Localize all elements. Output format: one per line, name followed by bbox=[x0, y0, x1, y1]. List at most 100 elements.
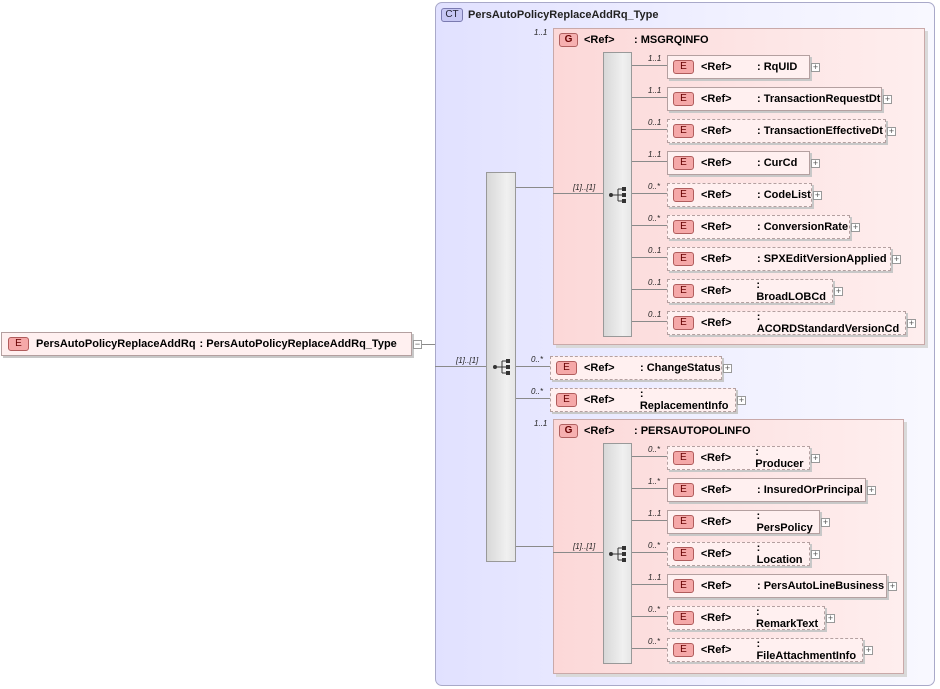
group-ref-label: <Ref> bbox=[584, 425, 615, 437]
element-multiplicity: 0..1 bbox=[648, 278, 662, 287]
element-box[interactable]: E<Ref>: Location bbox=[667, 542, 810, 566]
group-ref-label: <Ref> bbox=[584, 34, 615, 46]
expand-icon[interactable]: + bbox=[811, 62, 820, 72]
connector bbox=[632, 161, 667, 162]
connector bbox=[516, 187, 553, 188]
element-badge-icon: E bbox=[556, 393, 577, 407]
element-badge-icon: E bbox=[673, 124, 694, 138]
expand-icon[interactable]: + bbox=[723, 363, 732, 373]
group-badge-icon: G bbox=[559, 424, 578, 438]
element-name: : Producer bbox=[755, 446, 804, 470]
connector bbox=[632, 321, 667, 322]
element-box[interactable]: E<Ref>: FileAttachmentInfo bbox=[667, 638, 863, 662]
element-name: : RemarkText bbox=[756, 606, 819, 630]
element-badge-icon: E bbox=[673, 547, 694, 561]
element-multiplicity: 0..* bbox=[648, 182, 661, 191]
expand-icon[interactable]: + bbox=[887, 126, 896, 136]
element-box[interactable]: E <Ref> : BroadLOBCd bbox=[667, 279, 833, 303]
expand-icon[interactable]: + bbox=[888, 581, 897, 591]
element-ref-label: <Ref> bbox=[700, 612, 732, 624]
element-badge-icon: E bbox=[673, 156, 694, 170]
element-box[interactable]: E <Ref> : CurCd bbox=[667, 151, 810, 175]
connector bbox=[632, 257, 667, 258]
element-ref-label: <Ref> bbox=[700, 317, 732, 329]
element-multiplicity: 1..1 bbox=[648, 509, 662, 518]
collapse-toggle-icon[interactable]: − bbox=[413, 339, 422, 349]
element-box[interactable]: E<Ref>: ReplacementInfo bbox=[550, 388, 736, 412]
expand-icon[interactable]: + bbox=[811, 549, 820, 559]
root-element[interactable]: E PersAutoPolicyReplaceAddRq : PersAutoP… bbox=[1, 332, 412, 356]
expand-icon[interactable]: + bbox=[737, 395, 746, 405]
expand-icon[interactable]: + bbox=[821, 517, 830, 527]
expand-icon[interactable]: + bbox=[864, 645, 873, 655]
element-box[interactable]: E<Ref>: TransactionRequestDt bbox=[667, 87, 882, 111]
element-ref-label: <Ref> bbox=[701, 580, 732, 592]
element-badge-icon: E bbox=[673, 60, 694, 74]
sequence-multiplicity: [1]..[1] bbox=[573, 183, 596, 192]
expand-icon[interactable]: + bbox=[867, 485, 876, 495]
element-box[interactable]: E<Ref>: SPXEditVersionApplied bbox=[667, 247, 891, 271]
element-badge-icon: E bbox=[673, 611, 694, 625]
element-box[interactable]: E<Ref>: ChangeStatus bbox=[550, 356, 722, 380]
expand-icon[interactable]: + bbox=[851, 222, 860, 232]
element-badge-icon: E bbox=[673, 316, 694, 330]
element-badge-icon: E bbox=[673, 451, 694, 465]
element-multiplicity: 1..1 bbox=[648, 54, 662, 63]
group-multiplicity: 1..1 bbox=[534, 419, 548, 428]
expand-icon[interactable]: + bbox=[813, 190, 822, 200]
element-multiplicity: 0..* bbox=[648, 605, 661, 614]
sequence-multiplicity: [1]..[1] bbox=[573, 542, 596, 551]
element-badge-icon: E bbox=[673, 188, 694, 202]
element-box[interactable]: E <Ref> : RemarkText bbox=[667, 606, 825, 630]
element-name: : CodeList bbox=[757, 189, 811, 201]
element-box[interactable]: E<Ref>: TransactionEffectiveDt bbox=[667, 119, 886, 143]
element-name: : FileAttachmentInfo bbox=[756, 638, 857, 662]
element-badge-icon: E bbox=[673, 92, 694, 106]
element-name: : BroadLOBCd bbox=[756, 279, 826, 303]
element-name: : RqUID bbox=[757, 61, 798, 73]
connector bbox=[516, 398, 550, 399]
element-ref-label: <Ref> bbox=[701, 157, 732, 169]
sequence-icon bbox=[609, 546, 626, 562]
element-badge-icon: E bbox=[673, 579, 694, 593]
element-ref-label: <Ref> bbox=[701, 125, 732, 137]
element-multiplicity: 0..* bbox=[648, 445, 661, 454]
element-ref-label: <Ref> bbox=[700, 644, 732, 656]
expand-icon[interactable]: + bbox=[826, 613, 835, 623]
element-badge-icon: E bbox=[673, 284, 694, 298]
element-box[interactable]: E<Ref>: ConversionRate bbox=[667, 215, 850, 239]
element-multiplicity: 0..1 bbox=[648, 310, 662, 319]
expand-icon[interactable]: + bbox=[811, 158, 820, 168]
element-ref-label: <Ref> bbox=[584, 362, 615, 374]
element-name: : CurCd bbox=[757, 157, 798, 169]
element-box[interactable]: E<Ref>: RqUID bbox=[667, 55, 810, 79]
element-ref-label: <Ref> bbox=[700, 285, 732, 297]
connector bbox=[632, 65, 667, 66]
element-box[interactable]: E<Ref>: PersPolicy bbox=[667, 510, 820, 534]
element-ref-label: <Ref> bbox=[700, 516, 732, 528]
connector bbox=[632, 488, 667, 489]
element-multiplicity: 0..1 bbox=[648, 118, 662, 127]
expand-icon[interactable]: + bbox=[811, 453, 820, 463]
expand-icon[interactable]: + bbox=[892, 254, 901, 264]
element-multiplicity: 0..* bbox=[648, 214, 661, 223]
element-box[interactable]: E<Ref>: CodeList bbox=[667, 183, 812, 207]
expand-icon[interactable]: + bbox=[834, 286, 843, 296]
expand-icon[interactable]: + bbox=[907, 318, 916, 328]
element-box[interactable]: E<Ref>: Producer bbox=[667, 446, 810, 470]
connector bbox=[632, 456, 667, 457]
element-box[interactable]: E<Ref>: PersAutoLineBusiness bbox=[667, 574, 887, 598]
element-badge-icon: E bbox=[673, 515, 694, 529]
element-box[interactable]: E<Ref>: ACORDStandardVersionCd bbox=[667, 311, 906, 335]
element-badge-icon: E bbox=[673, 252, 694, 266]
connector bbox=[553, 552, 603, 553]
expand-icon[interactable]: + bbox=[883, 94, 892, 104]
element-multiplicity: 0..1 bbox=[648, 246, 662, 255]
connector bbox=[516, 546, 553, 547]
connector bbox=[632, 193, 667, 194]
element-box[interactable]: E<Ref>: InsuredOrPrincipal bbox=[667, 478, 866, 502]
element-name: : SPXEditVersionApplied bbox=[757, 253, 887, 265]
element-ref-label: <Ref> bbox=[701, 484, 732, 496]
element-ref-label: <Ref> bbox=[700, 548, 732, 560]
sequence-icon bbox=[609, 187, 626, 203]
